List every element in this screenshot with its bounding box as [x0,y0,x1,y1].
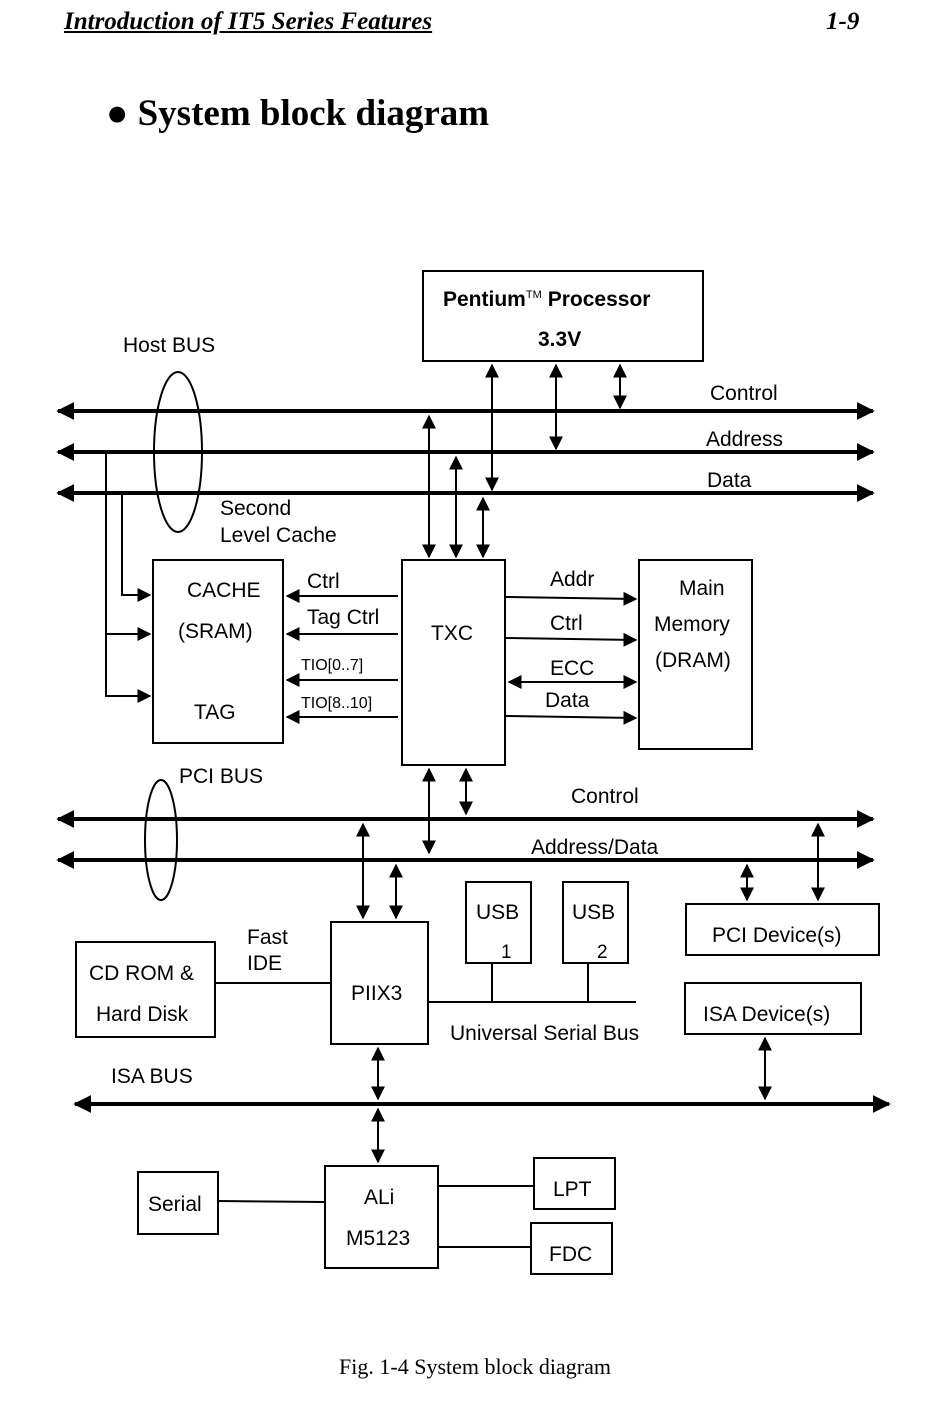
cache-box [152,559,284,744]
ctrl-signal-label: Ctrl [307,570,340,593]
fast-label: Fast [247,926,288,949]
pci-devices-box [685,903,880,956]
tio-low-signal-label: TIO[0..7] [301,657,363,674]
ali-box [324,1165,439,1269]
ali-label: ALi [364,1186,394,1209]
section-title: ● System block diagram [106,92,489,135]
mem-ctrl-signal-label: Ctrl [550,612,583,635]
host-control-label: Control [710,382,778,405]
host-address-label: Address [706,428,783,451]
pci-bus-label: PCI BUS [179,765,263,788]
main-label: Main [679,577,725,600]
isa-devices-label: ISA Device(s) [703,1003,830,1026]
lpt-label: LPT [553,1178,592,1201]
data-signal-label: Data [545,689,590,712]
cache-label: CACHE [187,579,261,602]
host-bus-label: Host BUS [123,334,215,357]
cpu-voltage: 3.3V [538,328,581,351]
piix3-label: PIIX3 [351,982,402,1005]
m5123-label: M5123 [346,1227,410,1250]
addr-signal-label: Addr [550,568,594,591]
lpt-box [533,1157,616,1210]
usb1-box [465,881,532,964]
cdrom-label: CD ROM & [89,962,194,985]
tio-high-signal-label: TIO[8..10] [301,695,372,712]
fdc-label: FDC [549,1243,592,1266]
dram-label: (DRAM) [655,649,731,672]
serial-box [137,1171,219,1235]
section-title-text: System block diagram [137,93,490,134]
tag-ctrl-signal-label: Tag Ctrl [307,606,379,629]
chapter-header: Introduction of IT5 Series Features [64,8,433,35]
pci-devices-label: PCI Device(s) [712,924,842,947]
host-bus-ellipse [153,371,203,533]
page-number: 1-9 [826,8,860,35]
level-cache-label: Level Cache [220,524,337,547]
usb-bus-label: Universal Serial Bus [450,1022,639,1045]
usb1-number: 1 [501,942,512,963]
usb1-label: USB [476,901,519,924]
ide-label: IDE [247,952,282,975]
pci-bus-ellipse [144,779,178,901]
bullet: ● [106,93,129,134]
tag-label: TAG [194,701,236,724]
usb2-number: 2 [597,942,608,963]
pci-control-label: Control [571,785,639,808]
ecc-signal-label: ECC [550,657,594,680]
main-memory-box [638,559,753,750]
host-data-label: Data [707,469,752,492]
isa-bus-label: ISA BUS [111,1065,193,1088]
usb2-label: USB [572,901,615,924]
fdc-box [530,1222,613,1275]
hard-disk-label: Hard Disk [96,1003,189,1026]
usb2-box [562,881,629,964]
txc-label: TXC [431,622,473,645]
sram-label: (SRAM) [178,620,253,643]
isa-devices-box [684,982,862,1035]
txc-box [401,559,506,766]
memory-label: Memory [654,613,730,636]
cpu-box [422,270,704,362]
serial-label: Serial [148,1193,202,1216]
pci-address-data-label: Address/Data [531,836,659,859]
second-label: Second [220,497,291,520]
cdrom-box [75,941,216,1038]
figure-caption: Fig. 1-4 System block diagram [339,1354,611,1379]
trademark-mark: TM [526,289,542,301]
